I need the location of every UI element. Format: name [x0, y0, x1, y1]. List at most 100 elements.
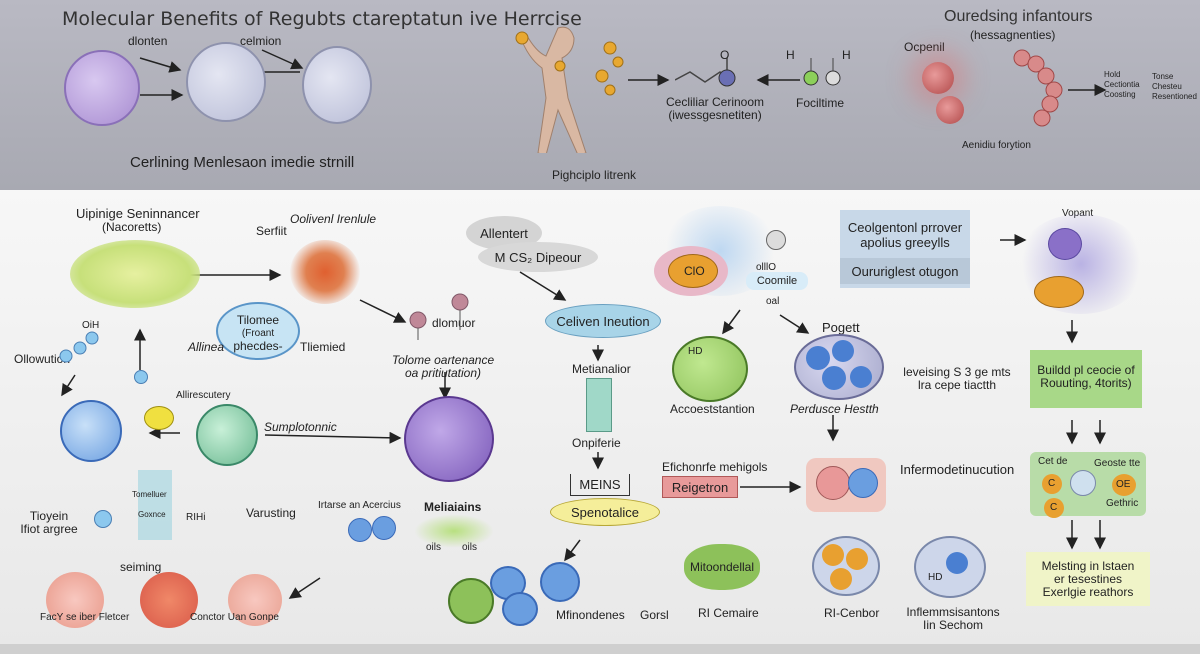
red-cell-2 [936, 96, 964, 124]
blue-dot-mid-1 [348, 518, 372, 542]
label-hd: HD [688, 346, 703, 357]
blue-dot-group-2 [946, 552, 968, 574]
label-ri-cenbor: RI-Cenbor [824, 606, 880, 620]
label-sumplotonnic: Sumplotonnic [264, 420, 337, 434]
coomile-node: Coomile [746, 272, 808, 290]
label-tliemied: Tliemied [300, 340, 346, 354]
red-cell-1 [922, 62, 954, 94]
teal-column [138, 470, 172, 540]
melsting-box [1026, 552, 1150, 606]
yellow-molecule [144, 406, 174, 430]
tiny-label-4: Tonse [1152, 72, 1174, 81]
green-leaves [414, 514, 494, 548]
reigetron-box: Reigetron [662, 476, 738, 498]
label-rihi: RIHi [186, 512, 206, 523]
label-oc-3: C [1050, 502, 1058, 513]
orange-dot-cet-2 [1112, 474, 1136, 496]
label-serfiit: Serfiit [256, 224, 287, 238]
label-allirescutery: Allirescutery [176, 390, 231, 401]
label-mfinondenes: Mfinondenes [556, 608, 625, 622]
inflemm-label: Inflemmsisantons Iin Sechom [906, 605, 1000, 632]
label-ollo: olllO [756, 262, 777, 273]
human-figure [515, 26, 624, 153]
grey-cell-2 [302, 46, 372, 124]
label-dlonten: dlonten [128, 34, 168, 48]
label-seiming: seiming [120, 560, 162, 574]
label-metianalior: Metianalior [572, 362, 631, 376]
red-chain [1013, 49, 1063, 127]
molecule-h-2: H [842, 48, 851, 62]
molecule-chain [675, 58, 841, 87]
blue-dot-mid-2 [372, 516, 396, 540]
purple-dot-right [1048, 228, 1082, 260]
blue-dot-right-3 [822, 366, 846, 390]
oururiglest-box: Oururiglest otugon [840, 258, 970, 284]
center-caption: Pighciplo litrenk [552, 168, 637, 182]
blue-cell-center-3 [540, 562, 580, 602]
label-celmion: celmion [240, 34, 282, 48]
green-cell-center [448, 578, 494, 624]
label-oc-2: OE [1116, 479, 1131, 490]
cellular-label: Cecliliar Cerinoom (iwessgesnetiten) [665, 95, 765, 122]
spenotalice-node: Spenotalice [550, 498, 660, 526]
label-oils-2: oils [462, 542, 478, 553]
label-accoeststantion: Accoeststantion [670, 402, 755, 416]
label-pogett: Pogett [822, 320, 860, 335]
leveising-label: leveising S 3 ge mts lra cepe tiactth [903, 365, 1011, 392]
orange-dot-cet-3 [1044, 498, 1064, 518]
tioyein-label: Tioyein Ifiot argree [20, 509, 78, 536]
mcs-node: M CS₂ Dipeour [478, 242, 598, 272]
blue-chain [59, 331, 99, 363]
teal-bar [586, 378, 612, 432]
footer-strip [0, 644, 1200, 654]
label-hd-2: HD [928, 572, 943, 583]
small-blue-dot [134, 370, 148, 384]
melsting-label: Melsting in lstaen er tesestines Exerlgi… [1041, 559, 1135, 599]
pink-cell-2 [228, 574, 282, 626]
green-cell-right [672, 336, 748, 402]
upper-left-subtitle: (Nacoretts) [102, 220, 162, 234]
label-oil: OiH [82, 320, 100, 331]
label-ollowution: Ollowution [14, 352, 71, 366]
purple-cell [64, 50, 140, 126]
label-efichon: Efichonrfe mehigols [662, 460, 768, 474]
buildd-label: Buildd pl ceocie of Rouuting, 4torits) [1037, 363, 1135, 390]
label-irtarse: Irtarse an Acercius [318, 500, 401, 511]
orange-dot-right [1034, 276, 1084, 308]
blue-cell-center-2 [502, 592, 538, 626]
label-dlomuor: dlomuor [432, 316, 476, 330]
red-starburst [290, 240, 360, 304]
label-ocpenil: Ocpenil [904, 40, 945, 54]
blue-dot-right-1 [806, 346, 830, 370]
blue-cell-pink [848, 468, 878, 498]
tilomee-cell [216, 302, 300, 360]
molecule-h-1: H [786, 48, 795, 62]
label-perdusce: Perdusce Hestth [790, 402, 879, 416]
celiven-node: Celiven Ineution [545, 304, 661, 338]
tiny-label-6: Resentioned [1152, 92, 1197, 101]
label-cetde: Cet de [1038, 456, 1068, 467]
blue-dot-left [94, 510, 112, 528]
label-olivant: Oolivenl Irenlule [290, 212, 377, 226]
orange-dot-3 [830, 568, 852, 590]
right-title: Ouredsing infantours [944, 8, 1093, 25]
label-goxnce: Goxnce [138, 510, 166, 519]
tolome-label: Tolome oartenance oa pritiutation) [391, 353, 495, 380]
molecule-o: O [720, 48, 730, 62]
label-clo: ClO [684, 264, 705, 278]
grey-cell-1 [186, 42, 266, 122]
label-oils-1: oils [426, 542, 442, 553]
label-geoste: Geoste tte [1094, 458, 1141, 469]
label-facy: FacY se iber Fletcer [40, 612, 130, 623]
left-caption: Cerlining Menlesaon imedie strnill [130, 154, 355, 171]
tiny-label-5: Chesteu [1152, 82, 1182, 91]
orange-dot-1 [822, 544, 844, 566]
label-gethric: Gethric [1106, 498, 1139, 509]
orange-cell [668, 254, 718, 288]
ceolgentonl-label: Ceolgentonl prrover apolius greeylls [847, 220, 963, 250]
red-cell-bottom [140, 572, 198, 628]
tilomee-label: Tilomee (Froant phecdes- [233, 313, 283, 353]
main-title: Molecular Benefits of Regubts ctareptatu… [62, 8, 582, 30]
label-varusting: Varusting [246, 506, 296, 520]
